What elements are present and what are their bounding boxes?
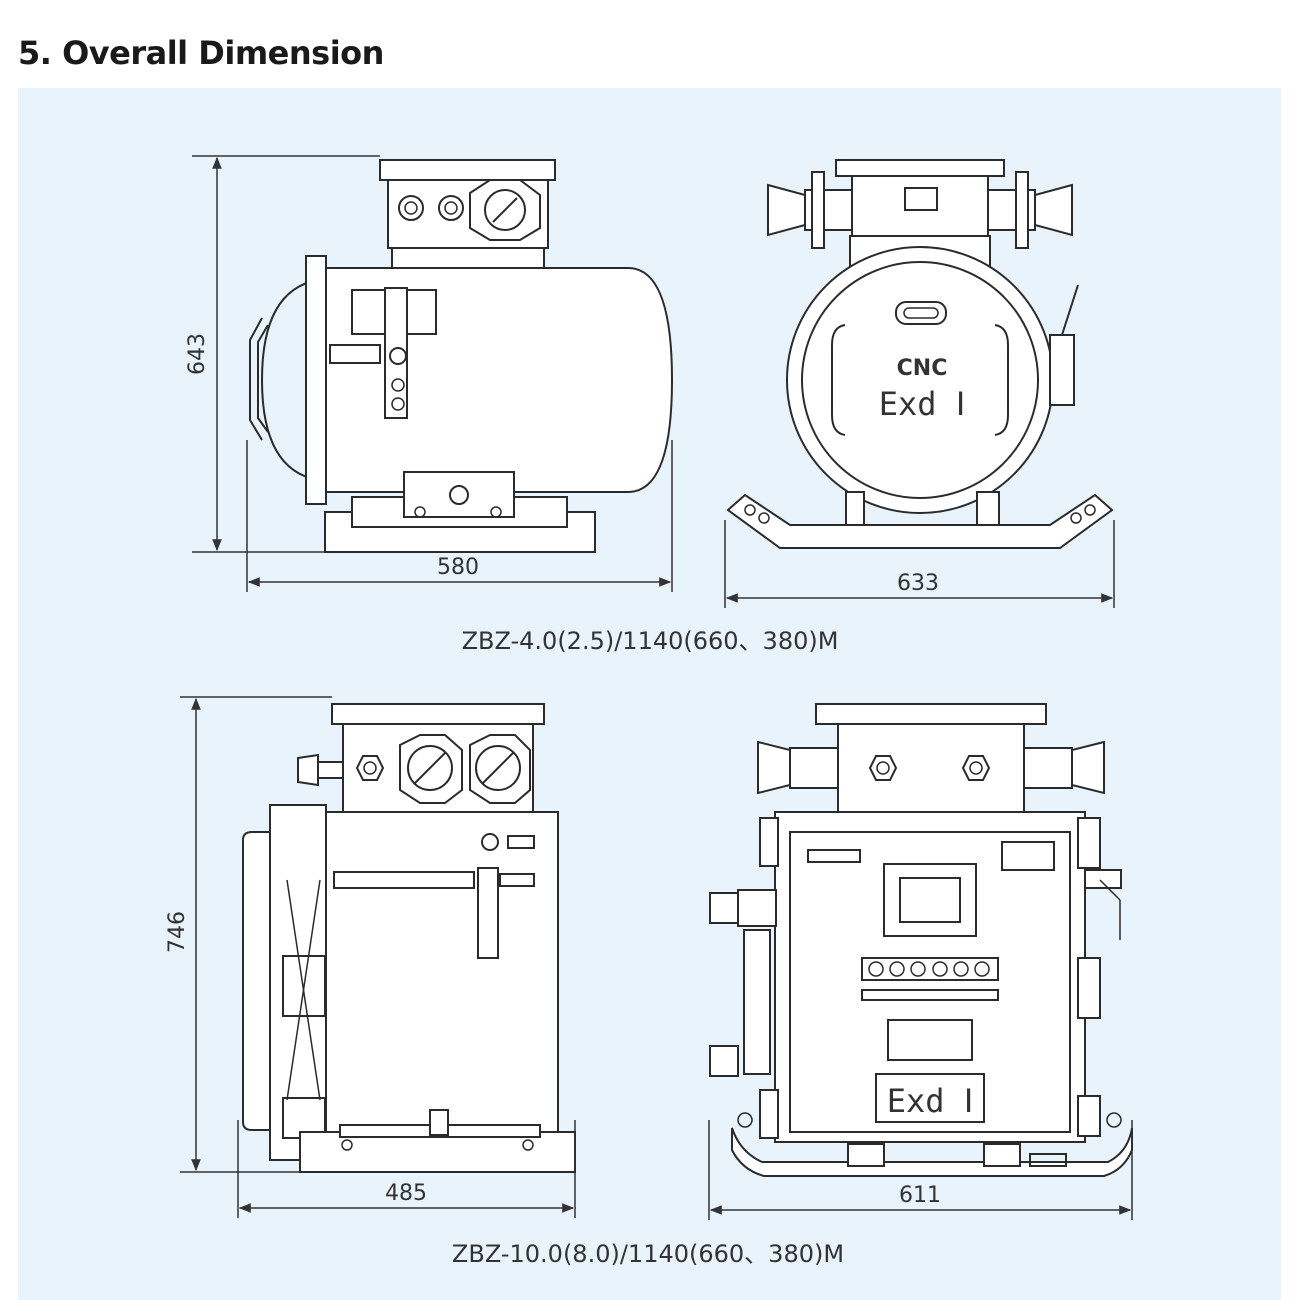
model2-side-width-label: 485 bbox=[385, 1181, 427, 1206]
model1-height-label: 643 bbox=[185, 333, 210, 375]
model1-front-width-dimension: 633 bbox=[724, 520, 1115, 608]
model1-height-dimension: 643 bbox=[185, 155, 380, 553]
model1-caption: ZBZ-4.0(2.5)/1140(660、380)M bbox=[462, 627, 839, 655]
model2-side-view bbox=[242, 703, 576, 1173]
model2-side-width-dimension: 485 bbox=[237, 1120, 576, 1218]
model1-side-width-dimension: 580 bbox=[246, 440, 673, 592]
model2-front-view: Exd Ⅰ bbox=[709, 703, 1133, 1177]
model1-front-view: CNC Exd Ⅰ bbox=[726, 159, 1114, 549]
model1-ex-mark: Exd Ⅰ bbox=[879, 385, 966, 423]
brand-mark: CNC bbox=[897, 356, 948, 381]
model2-height-label: 746 bbox=[165, 911, 190, 953]
model2-front-width-label: 611 bbox=[899, 1183, 941, 1208]
model1-front-width-label: 633 bbox=[897, 571, 939, 596]
model1-side-view bbox=[249, 159, 674, 553]
model1-side-width-label: 580 bbox=[437, 555, 479, 580]
model2-height-dimension: 746 bbox=[165, 696, 332, 1173]
model2-front-width-dimension: 611 bbox=[708, 1120, 1133, 1220]
section-heading: 5. Overall Dimension bbox=[18, 34, 384, 72]
model2-caption: ZBZ-10.0(8.0)/1140(660、380)M bbox=[452, 1240, 844, 1268]
model2-ex-mark: Exd Ⅰ bbox=[887, 1082, 974, 1120]
